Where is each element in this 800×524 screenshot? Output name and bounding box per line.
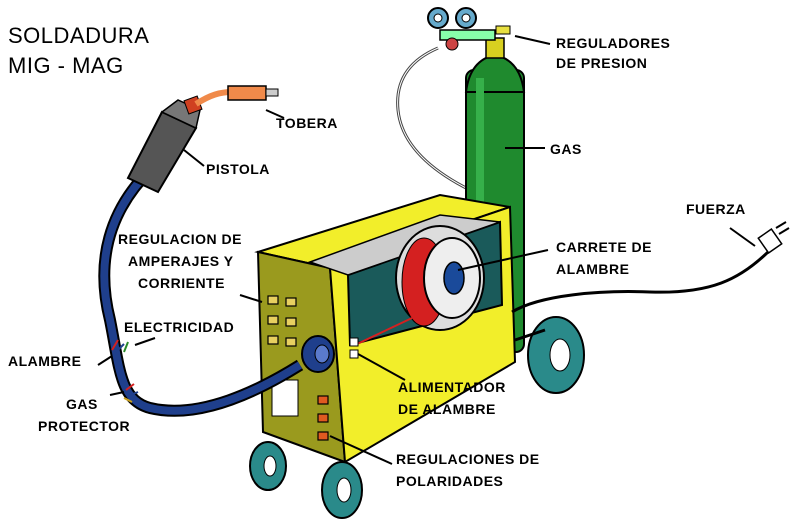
label-fuerza: FUERZA [686,201,746,217]
welding-gun [126,85,279,194]
torch-cable [98,165,335,417]
label-reguladores-line2: DE PRESION [556,55,648,71]
machine-wheels [249,316,585,519]
label-tobera: TOBERA [276,115,338,131]
leader-lines [97,35,756,465]
amperage-knobs [267,295,297,347]
label-carrete-line1: CARRETE DE [556,239,653,255]
welding-machine [254,193,517,464]
label-gas: GAS [550,141,582,157]
label-electricidad: ELECTRICIDAD [124,319,235,335]
label-alimentador-line2: DE ALAMBRE [398,401,496,417]
label-alambre: ALAMBRE [8,353,82,369]
label-gas-protector-line1: GAS [66,396,98,412]
label-pistola: PISTOLA [206,161,270,177]
label-polaridades-line1: REGULACIONES DE [396,451,540,467]
label-reguladores-line1: REGULADORES [556,35,671,51]
cable-ends [111,339,139,403]
wire-spool [395,225,485,331]
label-regulacion-line2: AMPERAJES Y [128,253,234,269]
label-alimentador-line1: ALIMENTADOR [398,379,506,395]
label-regulacion-line3: CORRIENTE [138,275,225,291]
power-cord [511,221,790,314]
label-carrete-line2: ALAMBRE [556,261,630,277]
label-regulacion-line1: REGULACION DE [118,231,242,247]
diagram-title-line1: SOLDADURA [8,23,150,48]
pressure-regulators [427,7,511,51]
diagram-title-line2: MIG - MAG [8,53,124,78]
label-gas-protector-line2: PROTECTOR [38,418,131,434]
polarity-terminals [317,395,329,441]
label-polaridades-line2: POLARIDADES [396,473,504,489]
